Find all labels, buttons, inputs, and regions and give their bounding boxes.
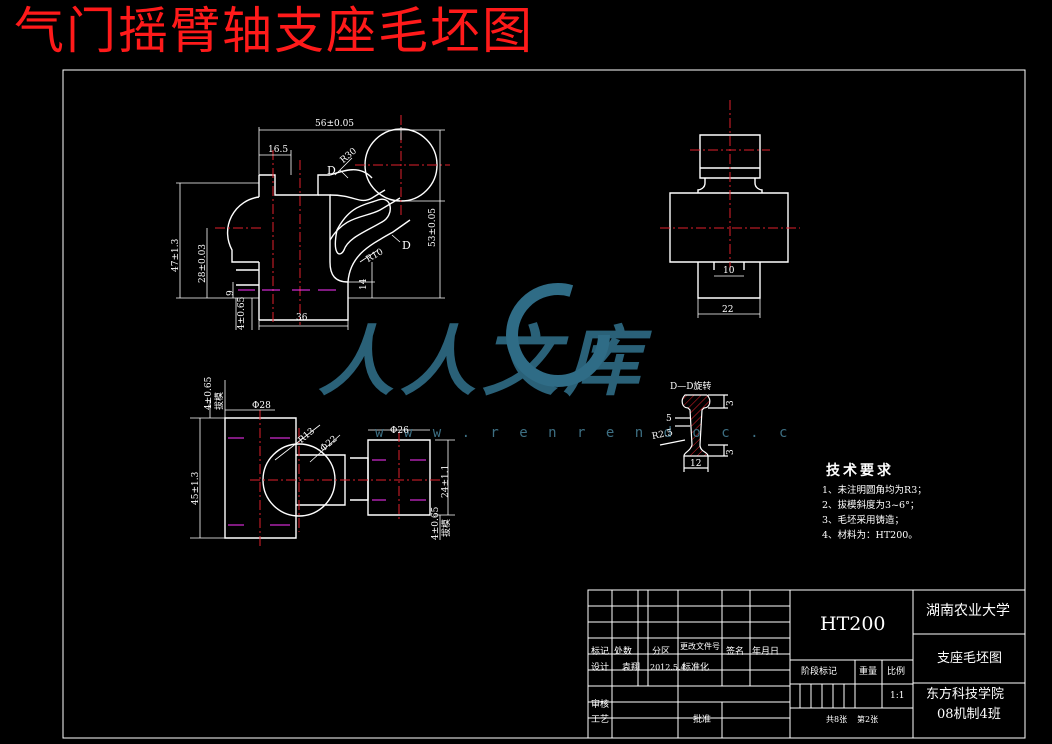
tb-sheets: 共8张 <box>826 715 848 724</box>
tb-h-sign: 签名 <box>726 647 745 657</box>
sec-dim-3a: 3 <box>726 400 736 406</box>
dim-4-top: 4±0.65 <box>204 376 214 410</box>
section-mark-d2: D <box>402 239 411 252</box>
watermark-text: 人人文库 <box>318 317 646 406</box>
dim-dia28: Φ28 <box>252 401 271 411</box>
dim-dia26: Φ26 <box>390 426 409 436</box>
section-dd-title: D—D旋转 <box>670 382 712 392</box>
sec-dim-3b: 3 <box>726 449 736 455</box>
top-centerlines <box>250 410 440 548</box>
tb-review: 审核 <box>591 700 610 710</box>
tb-design: 设计 <box>591 663 610 673</box>
dim-4-bottom-note: 拔模 <box>442 518 452 537</box>
tb-sheet-no: 第2张 <box>857 715 879 724</box>
dim-36: 36 <box>296 313 308 323</box>
tb-h-count: 处数 <box>614 647 633 657</box>
tb-school: 湖南农业大学 <box>926 603 1010 619</box>
side-centerlines <box>660 100 800 270</box>
tb-weight: 重量 <box>859 667 878 677</box>
sec-dim-5: 5 <box>666 414 672 424</box>
drawing-frame <box>62 69 1026 739</box>
watermark-logo <box>506 283 610 387</box>
dim-4-note: 拔模 <box>215 391 225 410</box>
dim-9: 9 <box>226 290 236 296</box>
note-item: 4、材料为：HT200。 <box>822 530 918 541</box>
side-view <box>669 134 789 299</box>
tb-h-mark: 标记 <box>591 647 610 657</box>
watermark-url: w w w . r e n r e n d o c . c <box>375 425 794 441</box>
top-hidden-lines <box>228 437 426 526</box>
note-item: 2、拔模斜度为3~6°； <box>822 500 920 511</box>
note-item: 1、未注明圆角均为R3； <box>822 485 927 496</box>
tb-h-doc: 更改文件号 <box>680 642 720 651</box>
dim-14: 14 <box>359 278 369 290</box>
front-centerlines <box>215 115 450 325</box>
tb-approve: 批准 <box>693 715 712 725</box>
note-item: 3、毛坯采用铸造； <box>822 515 905 526</box>
section-mark-d1: D <box>327 164 336 177</box>
drawing-title: 气门摇臂轴支座毛坯图 <box>14 2 534 60</box>
tb-designer: 袁翔 <box>622 663 641 673</box>
tb-class: 08机制4班 <box>937 707 1001 722</box>
front-dimension-lines <box>176 127 445 330</box>
top-dimension-lines <box>190 380 455 540</box>
title-block-grid <box>587 589 1026 739</box>
dim-10: 10 <box>723 266 735 276</box>
notes-list: 1、未注明圆角均为R3； 2、拔模斜度为3~6°； 3、毛坯采用铸造； 4、材料… <box>822 483 927 543</box>
tb-scale: 比例 <box>887 667 906 677</box>
tb-scale-val: 1:1 <box>890 691 905 701</box>
tb-h-date: 年月日 <box>752 647 780 657</box>
dim-45: 45±1.3 <box>191 471 201 505</box>
notes-title: 技术要求 <box>826 463 894 479</box>
tb-design-date: 2012.5.4 <box>650 663 686 672</box>
tb-stage: 阶段标记 <box>801 667 838 677</box>
tb-drawing-name: 支座毛坯图 <box>937 651 1003 666</box>
tb-standard: 标准化 <box>682 663 710 673</box>
dim-47: 47±1.3 <box>171 238 181 272</box>
tb-h-zone: 分区 <box>652 647 671 657</box>
section-dd <box>659 394 728 472</box>
dim-4: 4±0.65 <box>237 296 247 330</box>
tb-material: HT200 <box>820 613 886 635</box>
dim-22: 22 <box>722 305 734 315</box>
dim-28: 28±0.03 <box>198 243 208 283</box>
tb-college: 东方科技学院 <box>926 687 1005 702</box>
dim-4-bottom: 4±0.65 <box>431 506 441 540</box>
dim-24: 24±1.1 <box>441 464 451 498</box>
dim-53: 53±0.05 <box>428 207 438 247</box>
tb-process: 工艺 <box>591 715 610 725</box>
dim-56: 56±0.05 <box>315 119 355 129</box>
sec-dim-12: 12 <box>690 459 702 469</box>
side-dimension-lines <box>697 275 761 318</box>
dim-16-5: 16.5 <box>268 145 289 155</box>
